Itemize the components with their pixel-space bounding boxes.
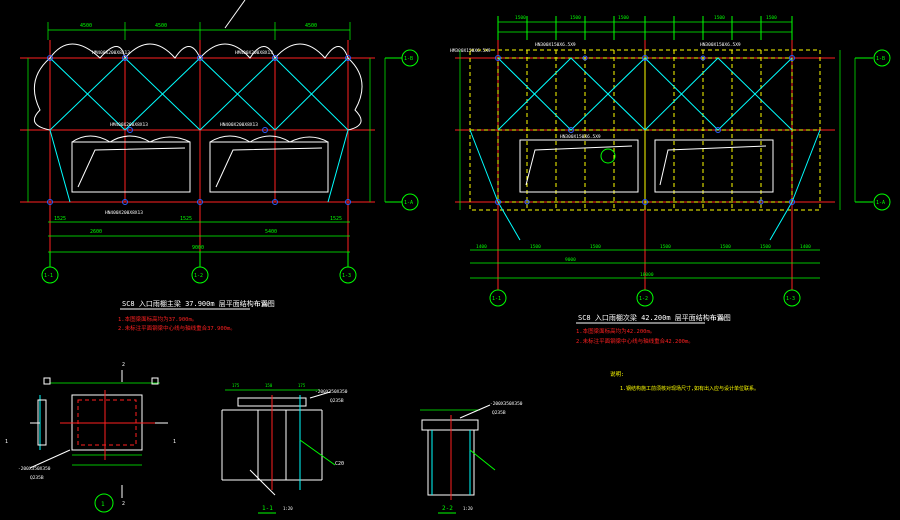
left-plan-note-1: 1.本图梁面标高均为37.900m。 <box>118 315 197 323</box>
left-plan: 4500 4500 4500 <box>20 0 419 332</box>
right-dim-bottom-7: 1400 <box>800 244 811 250</box>
section-1-1-dim-1: 175 <box>232 383 240 388</box>
svg-text:1-A: 1-A <box>404 200 413 206</box>
left-beam-label-4: HN400X200X8X13 <box>220 122 258 128</box>
left-plan-scale: 1:100 <box>256 302 269 307</box>
section-1-1: 175 150 175 -200X350X350 Q235B C20 1-1 1… <box>221 383 348 514</box>
left-dim-top-2: 4500 <box>155 23 167 29</box>
right-axis-bubble-2: 1-2 <box>636 289 654 307</box>
svg-text:1-1: 1-1 <box>44 273 53 279</box>
left-plan-title: SC8 入口雨棚主梁 37.900m 层平面结构布置图 <box>122 299 275 308</box>
right-dim-bottom-5: 1500 <box>720 244 731 250</box>
svg-text:1-A: 1-A <box>876 200 885 206</box>
left-axis-bubble-1: 1-1 <box>41 252 59 284</box>
right-plan-note-2: 2.未标注平面钢梁中心线与轴线重合42.200m。 <box>576 337 694 345</box>
left-beam-label-5: HN400X200X8X13 <box>105 210 143 216</box>
right-dim-bottom-2: 1500 <box>530 244 541 250</box>
right-dim-top-1: 1500 <box>515 15 526 21</box>
right-dim-bottom-9: 18000 <box>640 272 654 278</box>
svg-text:1-B: 1-B <box>876 56 885 62</box>
svg-text:1-3: 1-3 <box>342 273 351 279</box>
right-plan-title: SC8 入口雨棚次梁 42.200m 层平面结构布置图 <box>578 313 731 322</box>
left-beam-label-1: HM400X200X8X13 <box>92 50 130 56</box>
left-axis-bubble-a: 1-B <box>385 49 419 67</box>
detail-1-mark-2b: 2 <box>122 501 125 507</box>
right-dim-bottom-4: 1500 <box>660 244 671 250</box>
left-dim-bottom-3: 1525 <box>330 216 342 222</box>
left-dim-top-1: 4500 <box>80 23 92 29</box>
svg-text:1-B: 1-B <box>404 56 413 62</box>
right-dim-bottom-8: 9000 <box>565 257 576 263</box>
svg-text:1-3: 1-3 <box>786 296 795 302</box>
left-plan-note-2: 2.未标注平面钢梁中心线与轴线重合37.900m。 <box>118 324 236 332</box>
section-2-2-plate: -200X350X350 <box>490 401 523 407</box>
left-dim-bottom-2: 1525 <box>180 216 192 222</box>
left-beam-label-3: HM400X200X8X13 <box>110 122 148 128</box>
left-dim-bottom-5: 5400 <box>265 229 277 235</box>
section-1-1-label: 1-1 <box>262 505 273 512</box>
right-beam-label-4: HN300X150X6.5X9 <box>560 134 601 140</box>
svg-text:1-1: 1-1 <box>492 296 501 302</box>
section-2-2-plate2: Q235B <box>492 410 506 416</box>
right-plan-scale: 1:100 <box>712 316 725 321</box>
right-axis-bubble-1: 1-1 <box>489 289 507 307</box>
section-2-2-scale: 1:20 <box>463 506 473 511</box>
detail-1-plate: -200X350X350 <box>18 466 51 472</box>
detail-1-label: 1 <box>101 501 105 508</box>
detail-1: 1 1 2 2 -200X350X350 Q235B 1 <box>5 362 176 513</box>
right-axis-bubble-a: 1-B <box>855 49 891 67</box>
detail-1-plate2: Q235B <box>30 475 44 481</box>
right-beam-label-1: HM300X150X6.5X9 <box>450 48 491 54</box>
right-dim-bottom-6: 1500 <box>760 244 771 250</box>
detail-1-mark-2a: 2 <box>122 362 125 368</box>
left-dim-bottom-4: 2600 <box>90 229 102 235</box>
svg-text:1-2: 1-2 <box>639 296 648 302</box>
right-dim-top-3: 1500 <box>618 15 629 21</box>
svg-text:1-2: 1-2 <box>194 273 203 279</box>
section-1-1-plate2: Q235B <box>330 398 344 404</box>
left-dim-top-3: 4500 <box>305 23 317 29</box>
section-2-2: -200X350X350 Q235B 2-2 1:20 <box>420 401 523 514</box>
right-axis-bubble-3: 1-3 <box>783 289 801 307</box>
detail-1-mark-1a: 1 <box>5 439 8 445</box>
left-dim-bottom-6: 9000 <box>192 245 204 251</box>
right-axis-bubble-b: 1-A <box>855 193 891 211</box>
right-beam-label-3: HN300X150X6.5X9 <box>700 42 741 48</box>
section-1-1-tag: C20 <box>335 461 344 467</box>
right-beam-label-2: HN300X150X6.5X9 <box>535 42 576 48</box>
left-axis-bubble-3: 1-3 <box>339 252 357 284</box>
right-plan-note-1: 1.本图梁面标高均为42.200m。 <box>576 327 655 335</box>
general-note-text: 1.钢结构施工前须核对现场尺寸,如有出入应与设计单位联系。 <box>620 385 759 392</box>
section-1-1-dim-3: 175 <box>298 383 306 388</box>
right-plan: 1500 1500 1500 1500 1500 <box>450 15 891 392</box>
right-dim-top-5: 1500 <box>766 15 777 21</box>
section-1-1-dim-2: 150 <box>265 383 273 388</box>
right-dim-bottom-1: 1400 <box>476 244 487 250</box>
general-note-heading: 说明: <box>610 370 624 378</box>
left-beam-label-2: HM400X200X8X13 <box>235 50 273 56</box>
section-1-1-plate: -200X350X350 <box>315 389 348 395</box>
right-dim-top-2: 1500 <box>570 15 581 21</box>
left-dim-bottom-1: 1525 <box>54 216 66 222</box>
right-dim-bottom-3: 1500 <box>590 244 601 250</box>
right-dim-top-4: 1500 <box>714 15 725 21</box>
detail-1-mark-1b: 1 <box>173 439 176 445</box>
left-axis-bubble-2: 1-2 <box>191 252 209 284</box>
left-axis-bubble-b: 1-A <box>385 193 419 211</box>
section-2-2-label: 2-2 <box>442 505 453 512</box>
section-1-1-scale: 1:20 <box>283 506 293 511</box>
